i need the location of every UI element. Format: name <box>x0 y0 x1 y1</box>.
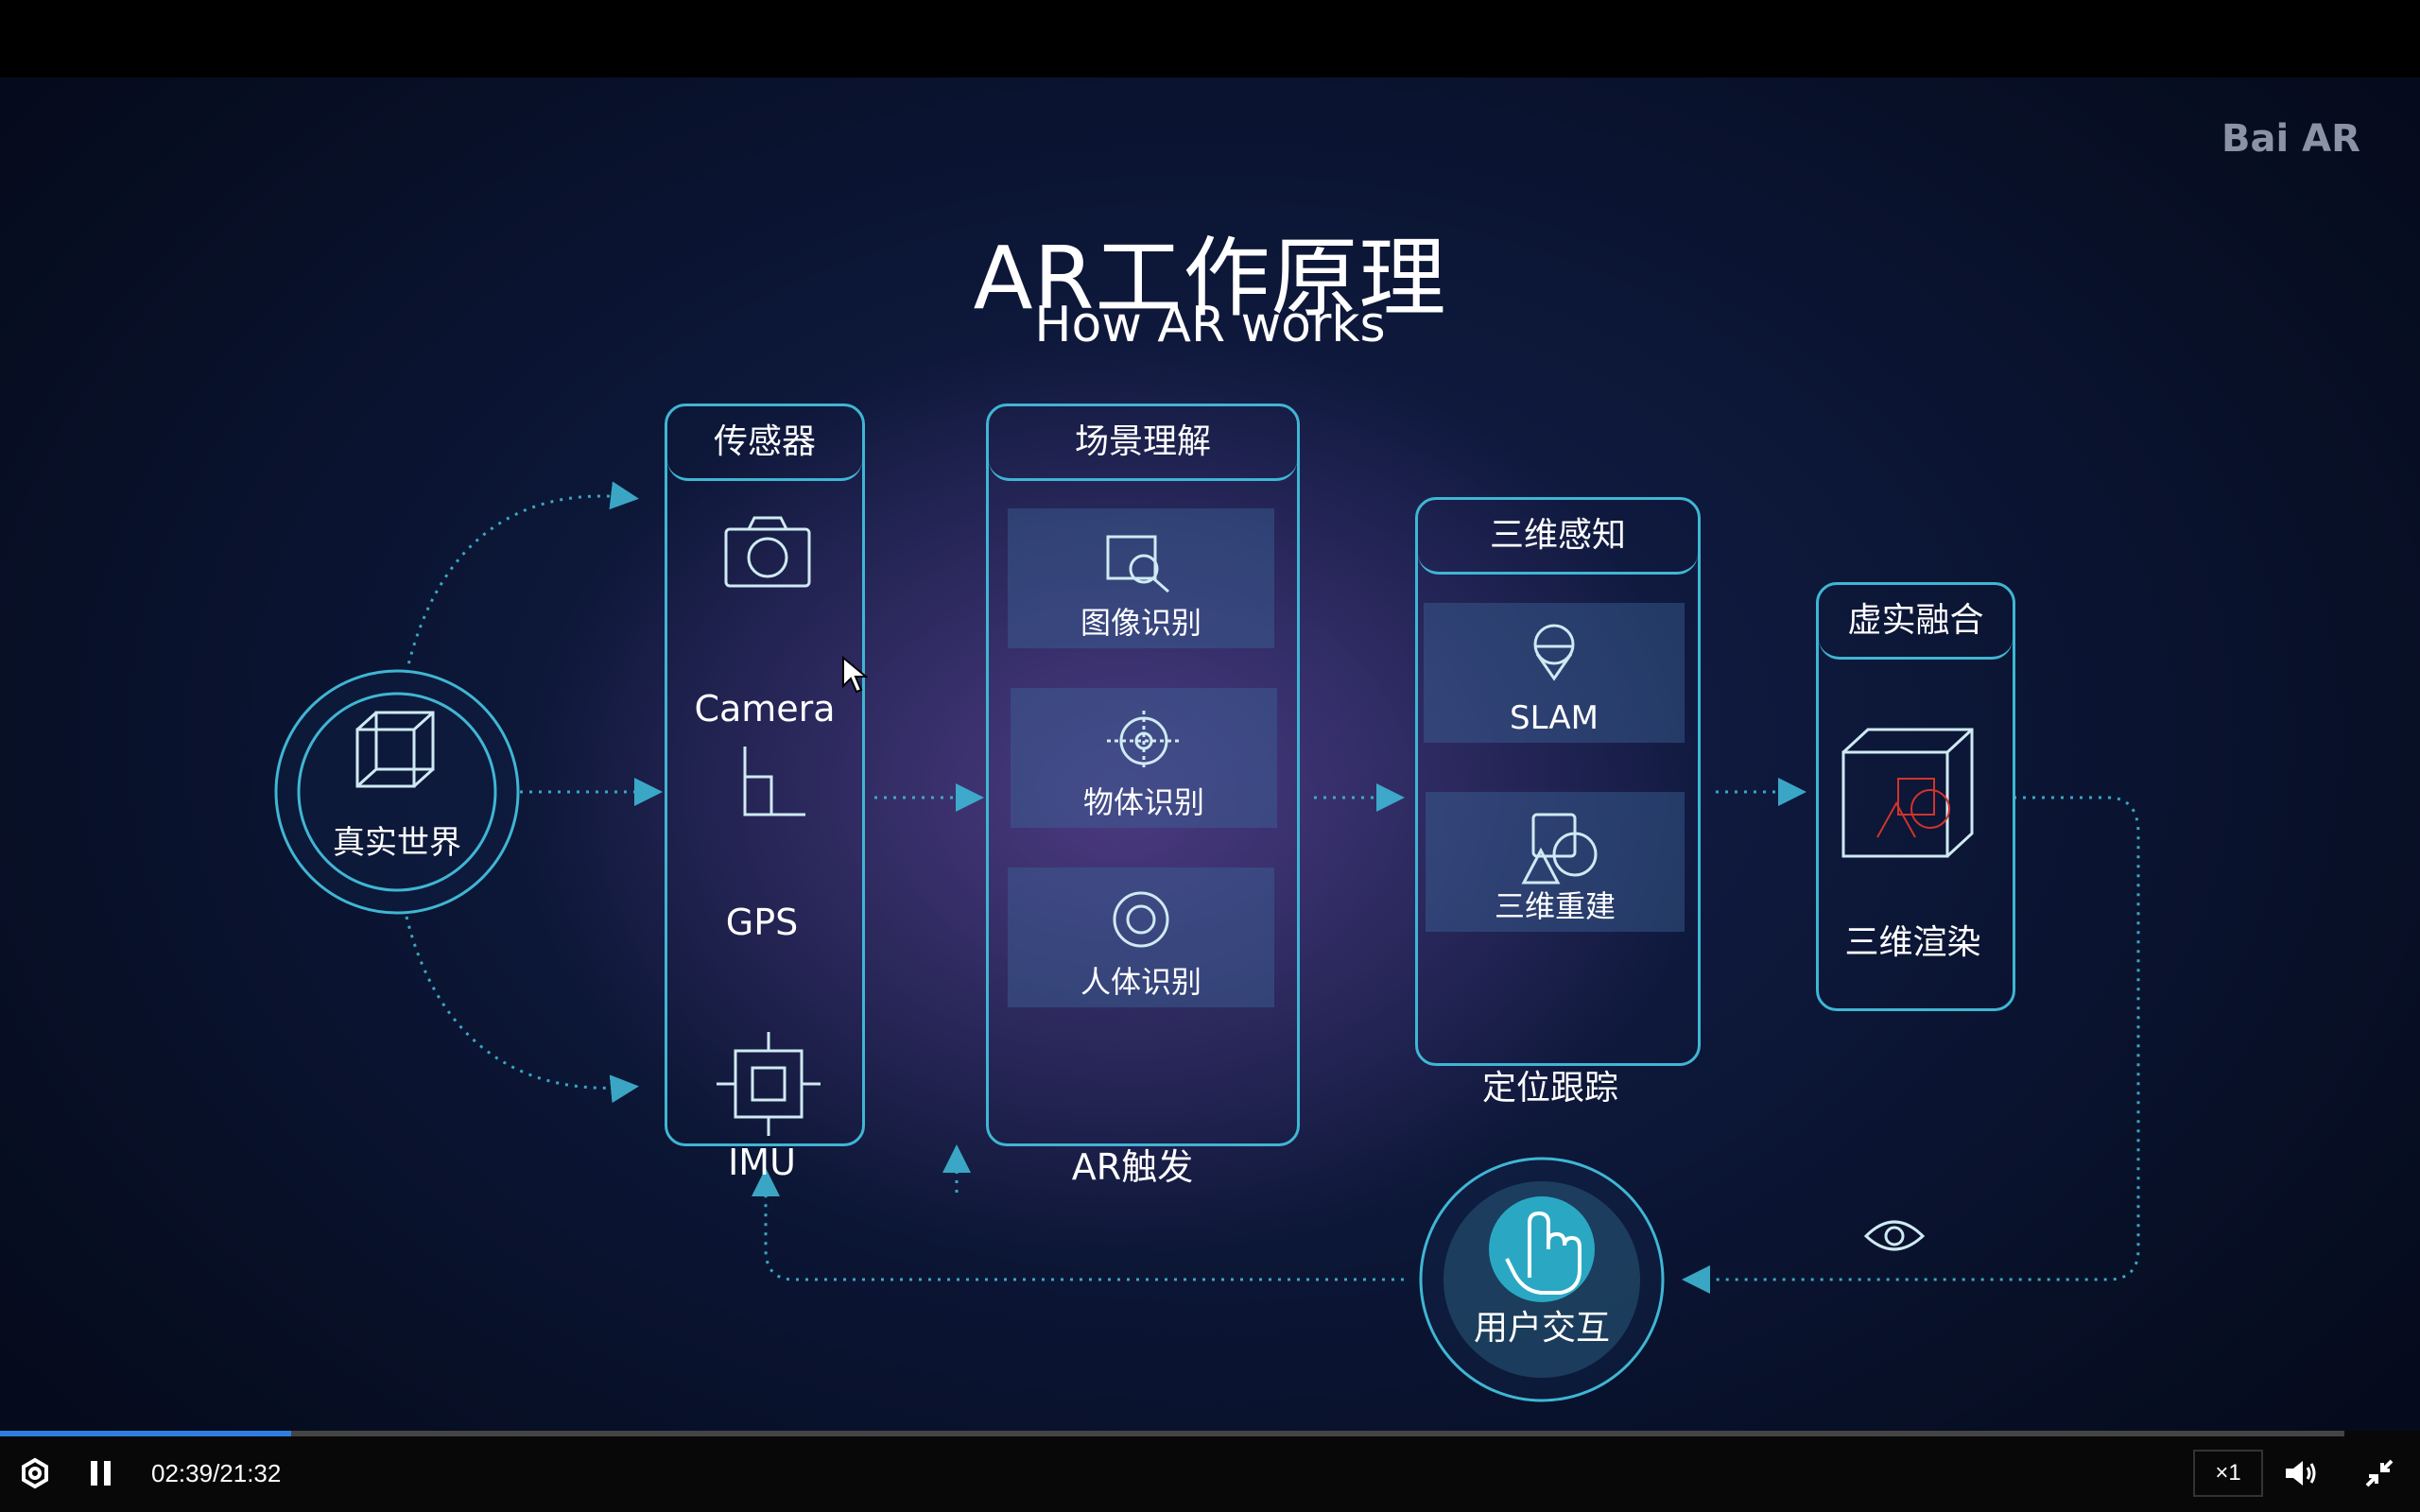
progress-bar[interactable] <box>0 1431 2344 1436</box>
imu-icon <box>717 1032 821 1136</box>
tile-slam: SLAM <box>1424 603 1685 743</box>
player-controls: 02:39/21:32 ×1 <box>0 1431 2420 1512</box>
shapes-icon <box>1521 813 1598 885</box>
exit-fullscreen-icon[interactable] <box>2363 1457 2395 1489</box>
perception-footer: 定位跟踪 <box>1481 1069 1618 1108</box>
fusion-header: 虚实融合 <box>1819 585 2013 660</box>
perception-header: 三维感知 <box>1418 500 1698 575</box>
body-target-icon <box>1113 891 1169 948</box>
sensor-camera: Camera <box>694 688 836 730</box>
sensor-imu: IMU <box>728 1142 796 1183</box>
slide-subtitle: How AR works <box>1034 297 1386 353</box>
time-display: 02:39/21:32 <box>151 1459 282 1487</box>
perception-card: 三维感知 <box>1415 497 1701 1066</box>
tile-image-recognition-label: 图像识别 <box>1080 605 1201 641</box>
user-interaction-label: 用户交互 <box>1473 1309 1610 1348</box>
playback-speed-button[interactable]: ×1 <box>2193 1450 2263 1497</box>
baidu-ar-logo: Bai AR <box>2221 117 2360 161</box>
tile-image-recognition: 图像识别 <box>1008 508 1274 648</box>
tile-object-recognition: 物体识别 <box>1011 688 1277 828</box>
image-search-icon <box>1106 535 1169 593</box>
3d-render-cube-icon <box>1841 728 1974 858</box>
settings-gear-icon[interactable] <box>19 1457 51 1489</box>
scene-header: 场景理解 <box>989 406 1297 481</box>
logo-text: Bai AR <box>2221 117 2360 161</box>
flow-connectors <box>274 481 2140 1402</box>
tile-body-recognition-label: 人体识别 <box>1080 964 1201 1000</box>
tile-3d-reconstruction-label: 三维重建 <box>1494 888 1616 924</box>
sensors-header: 传感器 <box>667 406 862 481</box>
tile-body-recognition: 人体识别 <box>1008 868 1274 1007</box>
camera-icon <box>724 516 811 588</box>
location-pin-icon <box>1533 624 1575 681</box>
video-stage[interactable]: Bai AR AR工作原理 How AR works 真实世界 传感器 Came… <box>0 77 2420 1431</box>
top-letterbox <box>0 0 2420 77</box>
real-world-label: 真实世界 <box>333 824 461 862</box>
slide-title: AR工作原理 <box>973 228 1447 329</box>
tile-object-recognition-label: 物体识别 <box>1082 784 1204 820</box>
mouse-cursor-icon <box>842 656 868 694</box>
progress-fill <box>0 1431 291 1436</box>
gps-axis-icon <box>743 747 805 816</box>
sensors-card: 传感器 <box>665 404 865 1146</box>
tile-3d-reconstruction: 三维重建 <box>1426 792 1685 932</box>
sensor-gps: GPS <box>725 902 799 943</box>
pause-icon[interactable] <box>87 1459 115 1487</box>
scene-card: 场景理解 <box>986 404 1300 1146</box>
scene-footer: AR触发 <box>1071 1146 1194 1188</box>
fusion-label: 三维渲染 <box>1844 923 1981 962</box>
crosshair-icon <box>1107 711 1181 771</box>
tile-slam-label: SLAM <box>1510 699 1599 737</box>
volume-icon[interactable] <box>2282 1457 2320 1489</box>
fusion-card: 虚实融合 <box>1816 582 2015 1011</box>
